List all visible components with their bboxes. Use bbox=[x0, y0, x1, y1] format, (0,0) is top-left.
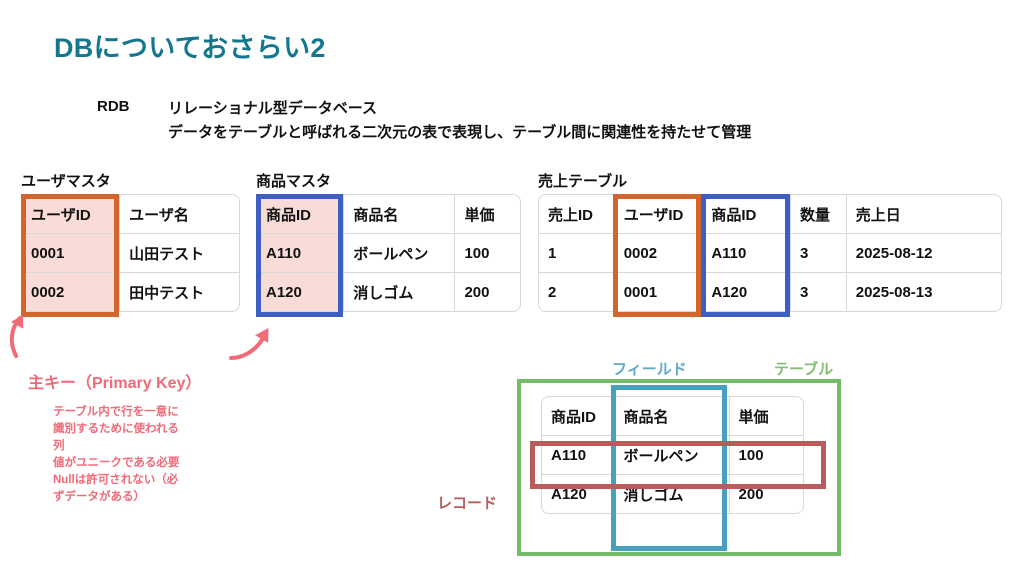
table-header-row: 売上ID ユーザID 商品ID 数量 売上日 bbox=[539, 195, 1001, 233]
table-row: A120 消しゴム 200 bbox=[257, 272, 520, 311]
column-header-user-id: ユーザID bbox=[613, 195, 702, 233]
cell-user-name: 山田テスト bbox=[119, 234, 239, 272]
cell-product-id: A110 bbox=[701, 234, 790, 272]
table-row: A110 ボールペン 100 bbox=[257, 233, 520, 272]
column-header-unit-price: 単価 bbox=[728, 397, 803, 435]
table-row: 0002 田中テスト bbox=[22, 272, 239, 311]
cell-user-id: 0001 bbox=[613, 273, 702, 311]
primary-key-arrow-product bbox=[229, 327, 269, 360]
cell-sales-id: 2 bbox=[548, 283, 557, 301]
column-header-quantity: 数量 bbox=[789, 195, 846, 233]
rdb-description: リレーショナル型データベース データをテーブルと呼ばれる二次元の表で表現し、テー… bbox=[168, 100, 752, 141]
cell-unit-price: 200 bbox=[728, 475, 803, 513]
rdb-term-label: RDB bbox=[97, 98, 130, 115]
anatomy-table: 商品ID 商品名 単価 A110 ボールペン 100 A120 消しゴム 200 bbox=[541, 396, 804, 514]
cell-user-name: 田中テスト bbox=[119, 273, 239, 311]
cell-product-name: ボールペン bbox=[613, 436, 728, 474]
column-header-product-id: 商品ID bbox=[551, 408, 597, 426]
cell-product-id: A120 bbox=[551, 485, 587, 503]
column-header-product-name: 商品名 bbox=[343, 195, 454, 233]
column-header-product-id: 商品ID bbox=[257, 195, 344, 233]
table-label: テーブル bbox=[774, 361, 834, 378]
cell-product-name: ボールペン bbox=[343, 234, 454, 272]
cell-product-name: 消しゴム bbox=[613, 475, 728, 513]
table-row: A120 消しゴム 200 bbox=[542, 474, 803, 513]
cell-unit-price: 100 bbox=[454, 234, 520, 272]
table-row: 2 0001 A120 3 2025-08-13 bbox=[539, 272, 1001, 311]
cell-product-id: A110 bbox=[551, 446, 587, 464]
primary-key-heading: 主キー（Primary Key） bbox=[28, 375, 202, 392]
column-header-product-name: 商品名 bbox=[613, 397, 728, 435]
cell-product-id: A120 bbox=[257, 273, 344, 311]
cell-product-id: A120 bbox=[701, 273, 790, 311]
column-header-user-id: ユーザID bbox=[22, 195, 120, 233]
cell-sales-date: 2025-08-13 bbox=[845, 273, 1001, 311]
table-row: 0001 山田テスト bbox=[22, 233, 239, 272]
cell-quantity: 3 bbox=[789, 234, 846, 272]
table-row: A110 ボールペン 100 bbox=[542, 435, 803, 474]
column-header-unit-price: 単価 bbox=[454, 195, 520, 233]
cell-sales-id: 1 bbox=[548, 244, 557, 262]
column-header-sales-id: 売上ID bbox=[548, 206, 594, 224]
cell-sales-date: 2025-08-12 bbox=[845, 234, 1001, 272]
user-master-table: ユーザID ユーザ名 0001 山田テスト 0002 田中テスト bbox=[21, 194, 240, 312]
primary-key-description: テーブル内で行を一意に 識別するために使われる 列 値がユニークである必要 Nu… bbox=[53, 406, 180, 503]
cell-product-id: A110 bbox=[257, 234, 344, 272]
primary-key-arrow-user bbox=[9, 314, 24, 358]
sales-table-caption: 売上テーブル bbox=[538, 173, 628, 190]
cell-quantity: 3 bbox=[789, 273, 846, 311]
record-label: レコード bbox=[437, 495, 498, 512]
cell-unit-price: 200 bbox=[454, 273, 520, 311]
user-master-caption: ユーザマスタ bbox=[21, 173, 111, 190]
column-header-product-id: 商品ID bbox=[701, 195, 790, 233]
table-header-row: 商品ID 商品名 単価 bbox=[257, 195, 520, 233]
page-title: DBについておさらい2 bbox=[54, 33, 326, 63]
table-header-row: 商品ID 商品名 単価 bbox=[542, 397, 803, 435]
column-header-sales-date: 売上日 bbox=[845, 195, 1001, 233]
cell-user-id: 0002 bbox=[22, 273, 120, 311]
table-row: 1 0002 A110 3 2025-08-12 bbox=[539, 233, 1001, 272]
cell-product-name: 消しゴム bbox=[343, 273, 454, 311]
cell-user-id: 0002 bbox=[613, 234, 702, 272]
column-header-user-name: ユーザ名 bbox=[119, 195, 239, 233]
product-master-caption: 商品マスタ bbox=[256, 173, 332, 190]
cell-user-id: 0001 bbox=[22, 234, 120, 272]
table-header-row: ユーザID ユーザ名 bbox=[22, 195, 239, 233]
product-master-table: 商品ID 商品名 単価 A110 ボールペン 100 A120 消しゴム 200 bbox=[256, 194, 521, 312]
cell-unit-price: 100 bbox=[728, 436, 803, 474]
sales-table: 売上ID ユーザID 商品ID 数量 売上日 1 0002 A110 3 202… bbox=[538, 194, 1002, 312]
field-label: フィールド bbox=[612, 361, 687, 378]
